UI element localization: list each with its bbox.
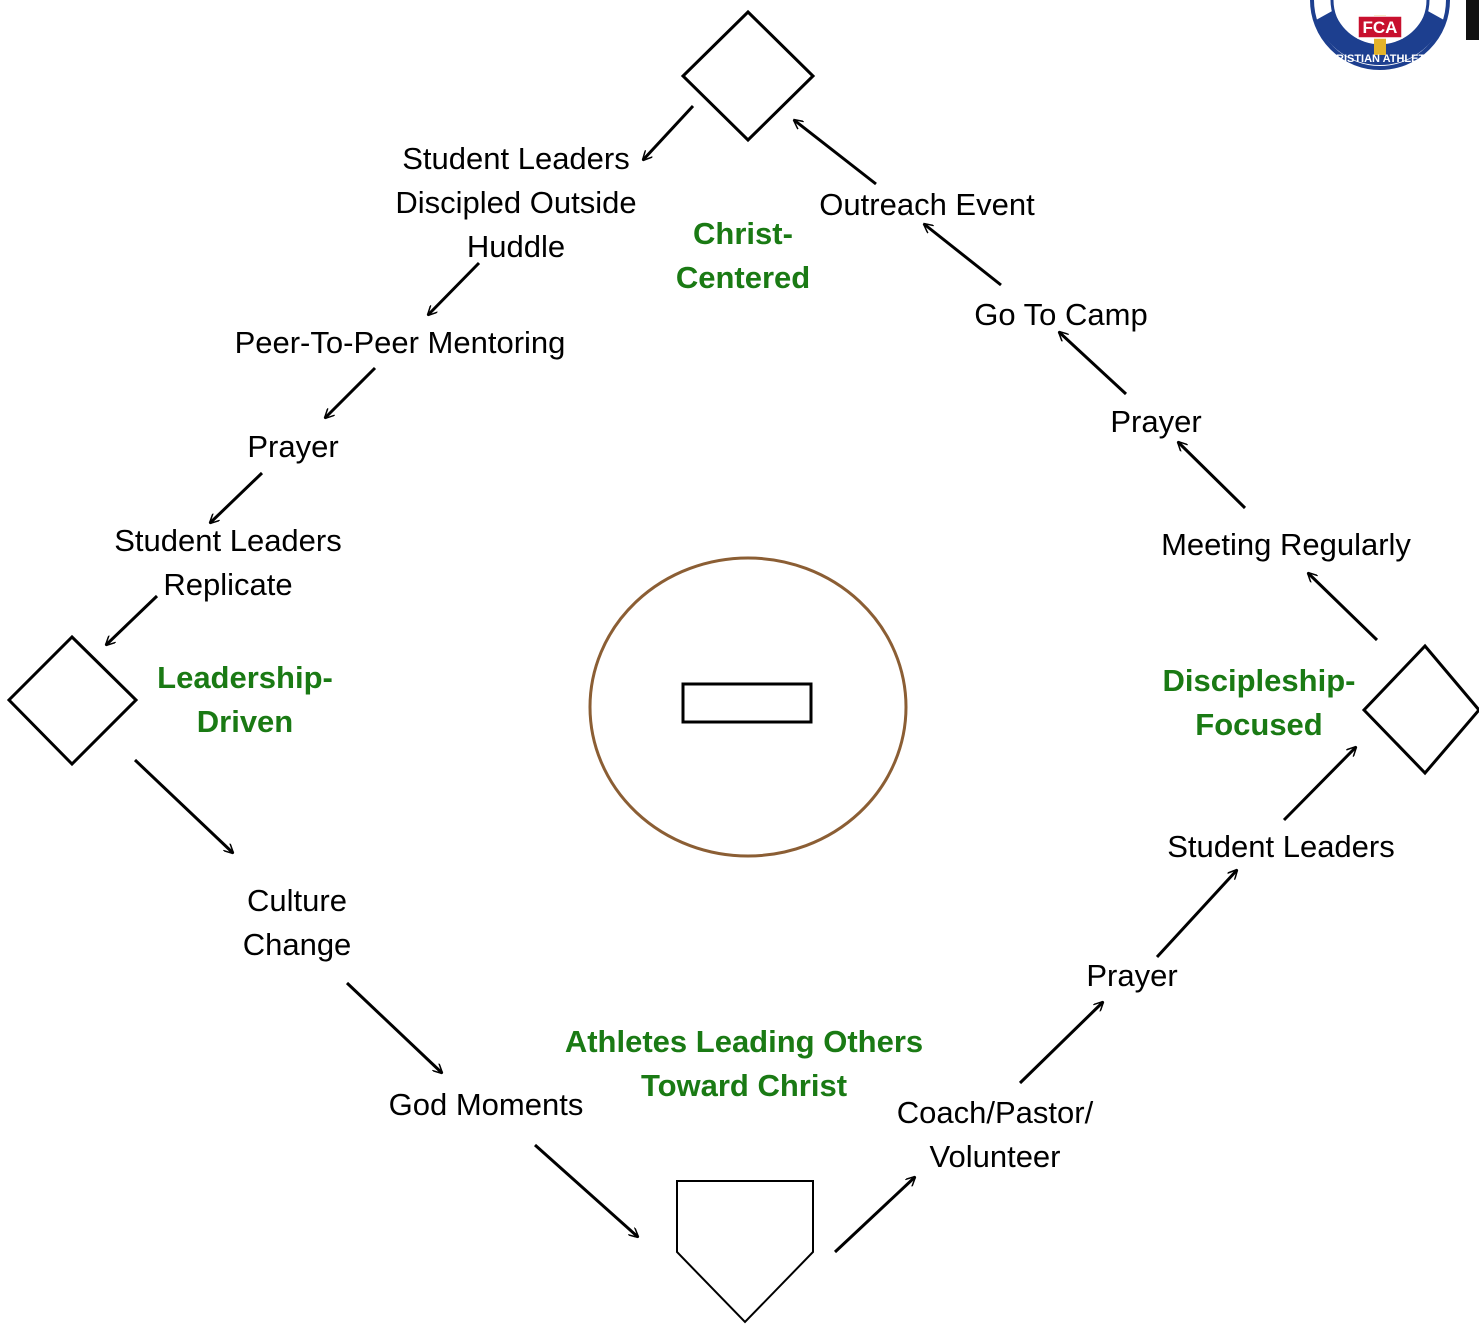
arrow-coach-to-prayer [1018, 1002, 1103, 1085]
arrow-prayer-to-camp [1059, 332, 1128, 396]
arrow-replicate-to-third [106, 594, 159, 645]
second-base [680, 9, 816, 143]
first-base [1361, 643, 1479, 776]
step-student-leaders-discipled: Student Leaders Discipled Outside Huddle [395, 141, 637, 264]
arrow-meeting-to-prayer [1178, 442, 1247, 510]
arrow-second-to-discipled [643, 104, 695, 160]
step-peer-to-peer-mentoring: Peer-To-Peer Mentoring [234, 325, 566, 360]
step-prayer-first-second: Prayer [1110, 404, 1202, 439]
edge-bar [1466, 0, 1479, 40]
arrow-student-leaders-to-first [1282, 747, 1356, 822]
step-meeting-regularly: Meeting Regularly [1161, 527, 1411, 562]
arrow-god-moments-to-home [534, 1143, 638, 1237]
pitcher-rubber [681, 682, 813, 724]
step-go-to-camp: Go To Camp [974, 297, 1148, 332]
step-outreach-event: Outreach Event [819, 187, 1035, 222]
step-culture-change: Culture Change [242, 883, 352, 962]
arrow-prayer-to-student-leaders [1155, 870, 1237, 959]
arrow-outreach-to-second [794, 120, 877, 186]
step-prayer-home-first: Prayer [1086, 958, 1178, 993]
svg-text:FCA: FCA [1363, 18, 1398, 37]
section-label-left: Leadership- Driven [157, 660, 333, 739]
third-base [6, 634, 139, 767]
arrow-home-to-coach [833, 1177, 915, 1254]
arrow-first-to-meeting [1308, 573, 1379, 642]
step-coach-pastor-volunteer: Coach/Pastor/ Volunteer [896, 1095, 1094, 1174]
home-plate [676, 1180, 814, 1324]
arrow-mentoring-to-prayer [325, 366, 377, 418]
section-label-right: Discipleship- Focused [1162, 663, 1356, 742]
step-prayer-second-third: Prayer [247, 429, 339, 464]
section-label-top: Christ- Centered [675, 216, 811, 295]
step-god-moments: God Moments [388, 1087, 584, 1122]
arrow-discipled-to-mentoring [428, 261, 481, 315]
step-student-leaders-first: Student Leaders [1167, 829, 1395, 864]
arrow-third-to-culture [133, 758, 233, 853]
arrow-camp-to-outreach [924, 224, 1002, 287]
pitcher-mound [588, 556, 908, 858]
arrow-culture-to-god-moments [345, 981, 442, 1073]
svg-text:CHRISTIAN ATHLETES: CHRISTIAN ATHLETES [1320, 53, 1440, 65]
section-label-bottom: Athletes Leading Others Toward Christ [564, 1024, 924, 1103]
arrow-prayer-to-replicate [210, 471, 264, 523]
step-student-leaders-replicate: Student Leaders Replicate [114, 523, 342, 602]
fca-logo-icon: FCA CHRISTIAN ATHLETES [1310, 0, 1450, 70]
